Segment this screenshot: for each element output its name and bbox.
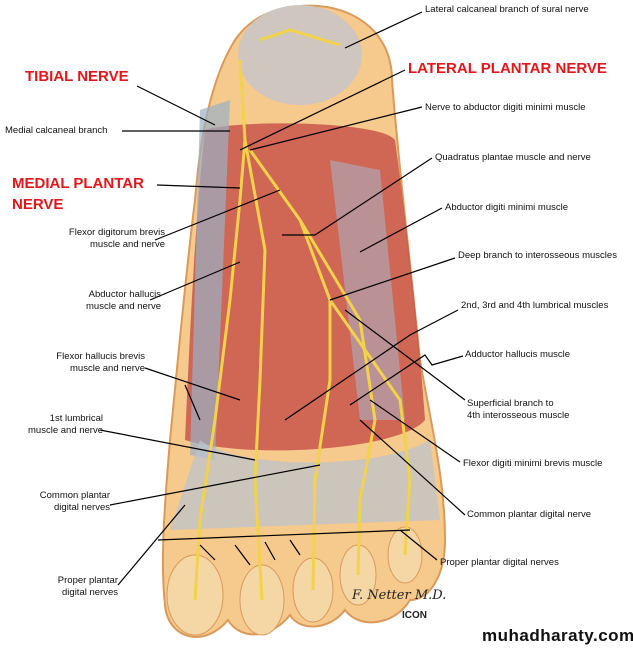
- label-line: muscle and nerve: [86, 301, 161, 312]
- label-line: MEDIAL PLANTAR: [12, 175, 144, 192]
- label-line: muscle and nerve: [90, 239, 165, 250]
- label-line: Superficial branch to: [467, 398, 554, 409]
- label-lateral-plantar-nerve: LATERAL PLANTAR NERVE: [408, 60, 607, 77]
- label-abductor-digiti-minimi: Abductor digiti minimi muscle: [445, 202, 569, 213]
- label-line: muscle and nerve: [28, 425, 103, 436]
- label-quadratus-plantae: Quadratus plantae muscle and nerve: [435, 152, 591, 163]
- label-nerve-abductor-digiti-minimi: Nerve to abductor digiti minimi muscle: [425, 102, 586, 113]
- label-common-plantar-digital-nerves: Common plantar digital nerves: [40, 490, 110, 514]
- watermark: muhadharaty.com: [482, 626, 633, 645]
- label-line: Flexor digitorum brevis: [68, 227, 165, 238]
- label-adductor-hallucis: Adductor hallucis muscle: [465, 349, 571, 360]
- label-line: Flexor hallucis brevis: [56, 351, 145, 362]
- label-flexor-digiti-minimi-brevis: Flexor digiti minimi brevis muscle: [463, 458, 603, 469]
- label-lateral-calcaneal-branch: Lateral calcaneal branch of sural nerve: [425, 4, 589, 15]
- label-line: digital nerves: [54, 502, 110, 513]
- label-line: Proper plantar: [57, 575, 118, 586]
- label-line: digital nerves: [62, 587, 118, 598]
- label-deep-branch: Deep branch to interosseous muscles: [458, 250, 617, 261]
- label-flexor-hallucis-brevis: Flexor hallucis brevis muscle and nerve: [56, 351, 145, 375]
- label-medial-calcaneal-branch: Medial calcaneal branch: [5, 125, 108, 136]
- label-proper-plantar-digital-nerves-right: Proper plantar digital nerves: [440, 557, 559, 568]
- label-tibial-nerve: TIBIAL NERVE: [25, 68, 129, 85]
- leader-lines: [99, 11, 466, 586]
- label-line: 1st lumbrical: [49, 413, 103, 424]
- label-proper-plantar-digital-nerves-left: Proper plantar digital nerves: [58, 575, 118, 599]
- label-flexor-digitorum-brevis: Flexor digitorum brevis muscle and nerve: [69, 227, 165, 251]
- label-common-plantar-digital-nerve: Common plantar digital nerve: [467, 509, 592, 520]
- label-first-lumbrical: 1st lumbrical muscle and nerve: [28, 413, 103, 437]
- label-lumbricals: 2nd, 3rd and 4th lumbrical muscles: [461, 300, 609, 311]
- label-medial-plantar-nerve: MEDIAL PLANTAR NERVE: [12, 173, 144, 215]
- netter-signature: F. Netter M.D.: [352, 588, 447, 603]
- label-line: 4th interosseous muscle: [467, 410, 570, 421]
- label-line: Common plantar: [39, 490, 110, 501]
- label-line: Abductor hallucis: [88, 289, 161, 300]
- label-line: muscle and nerve: [70, 363, 145, 374]
- foot-shape: [161, 4, 447, 638]
- label-abductor-hallucis: Abductor hallucis muscle and nerve: [86, 289, 161, 313]
- label-line: NERVE: [12, 196, 64, 213]
- label-superficial-branch: Superficial branch to 4th interosseous m…: [467, 398, 569, 422]
- publisher-mark: ICON: [402, 610, 427, 621]
- nerves: [193, 28, 412, 601]
